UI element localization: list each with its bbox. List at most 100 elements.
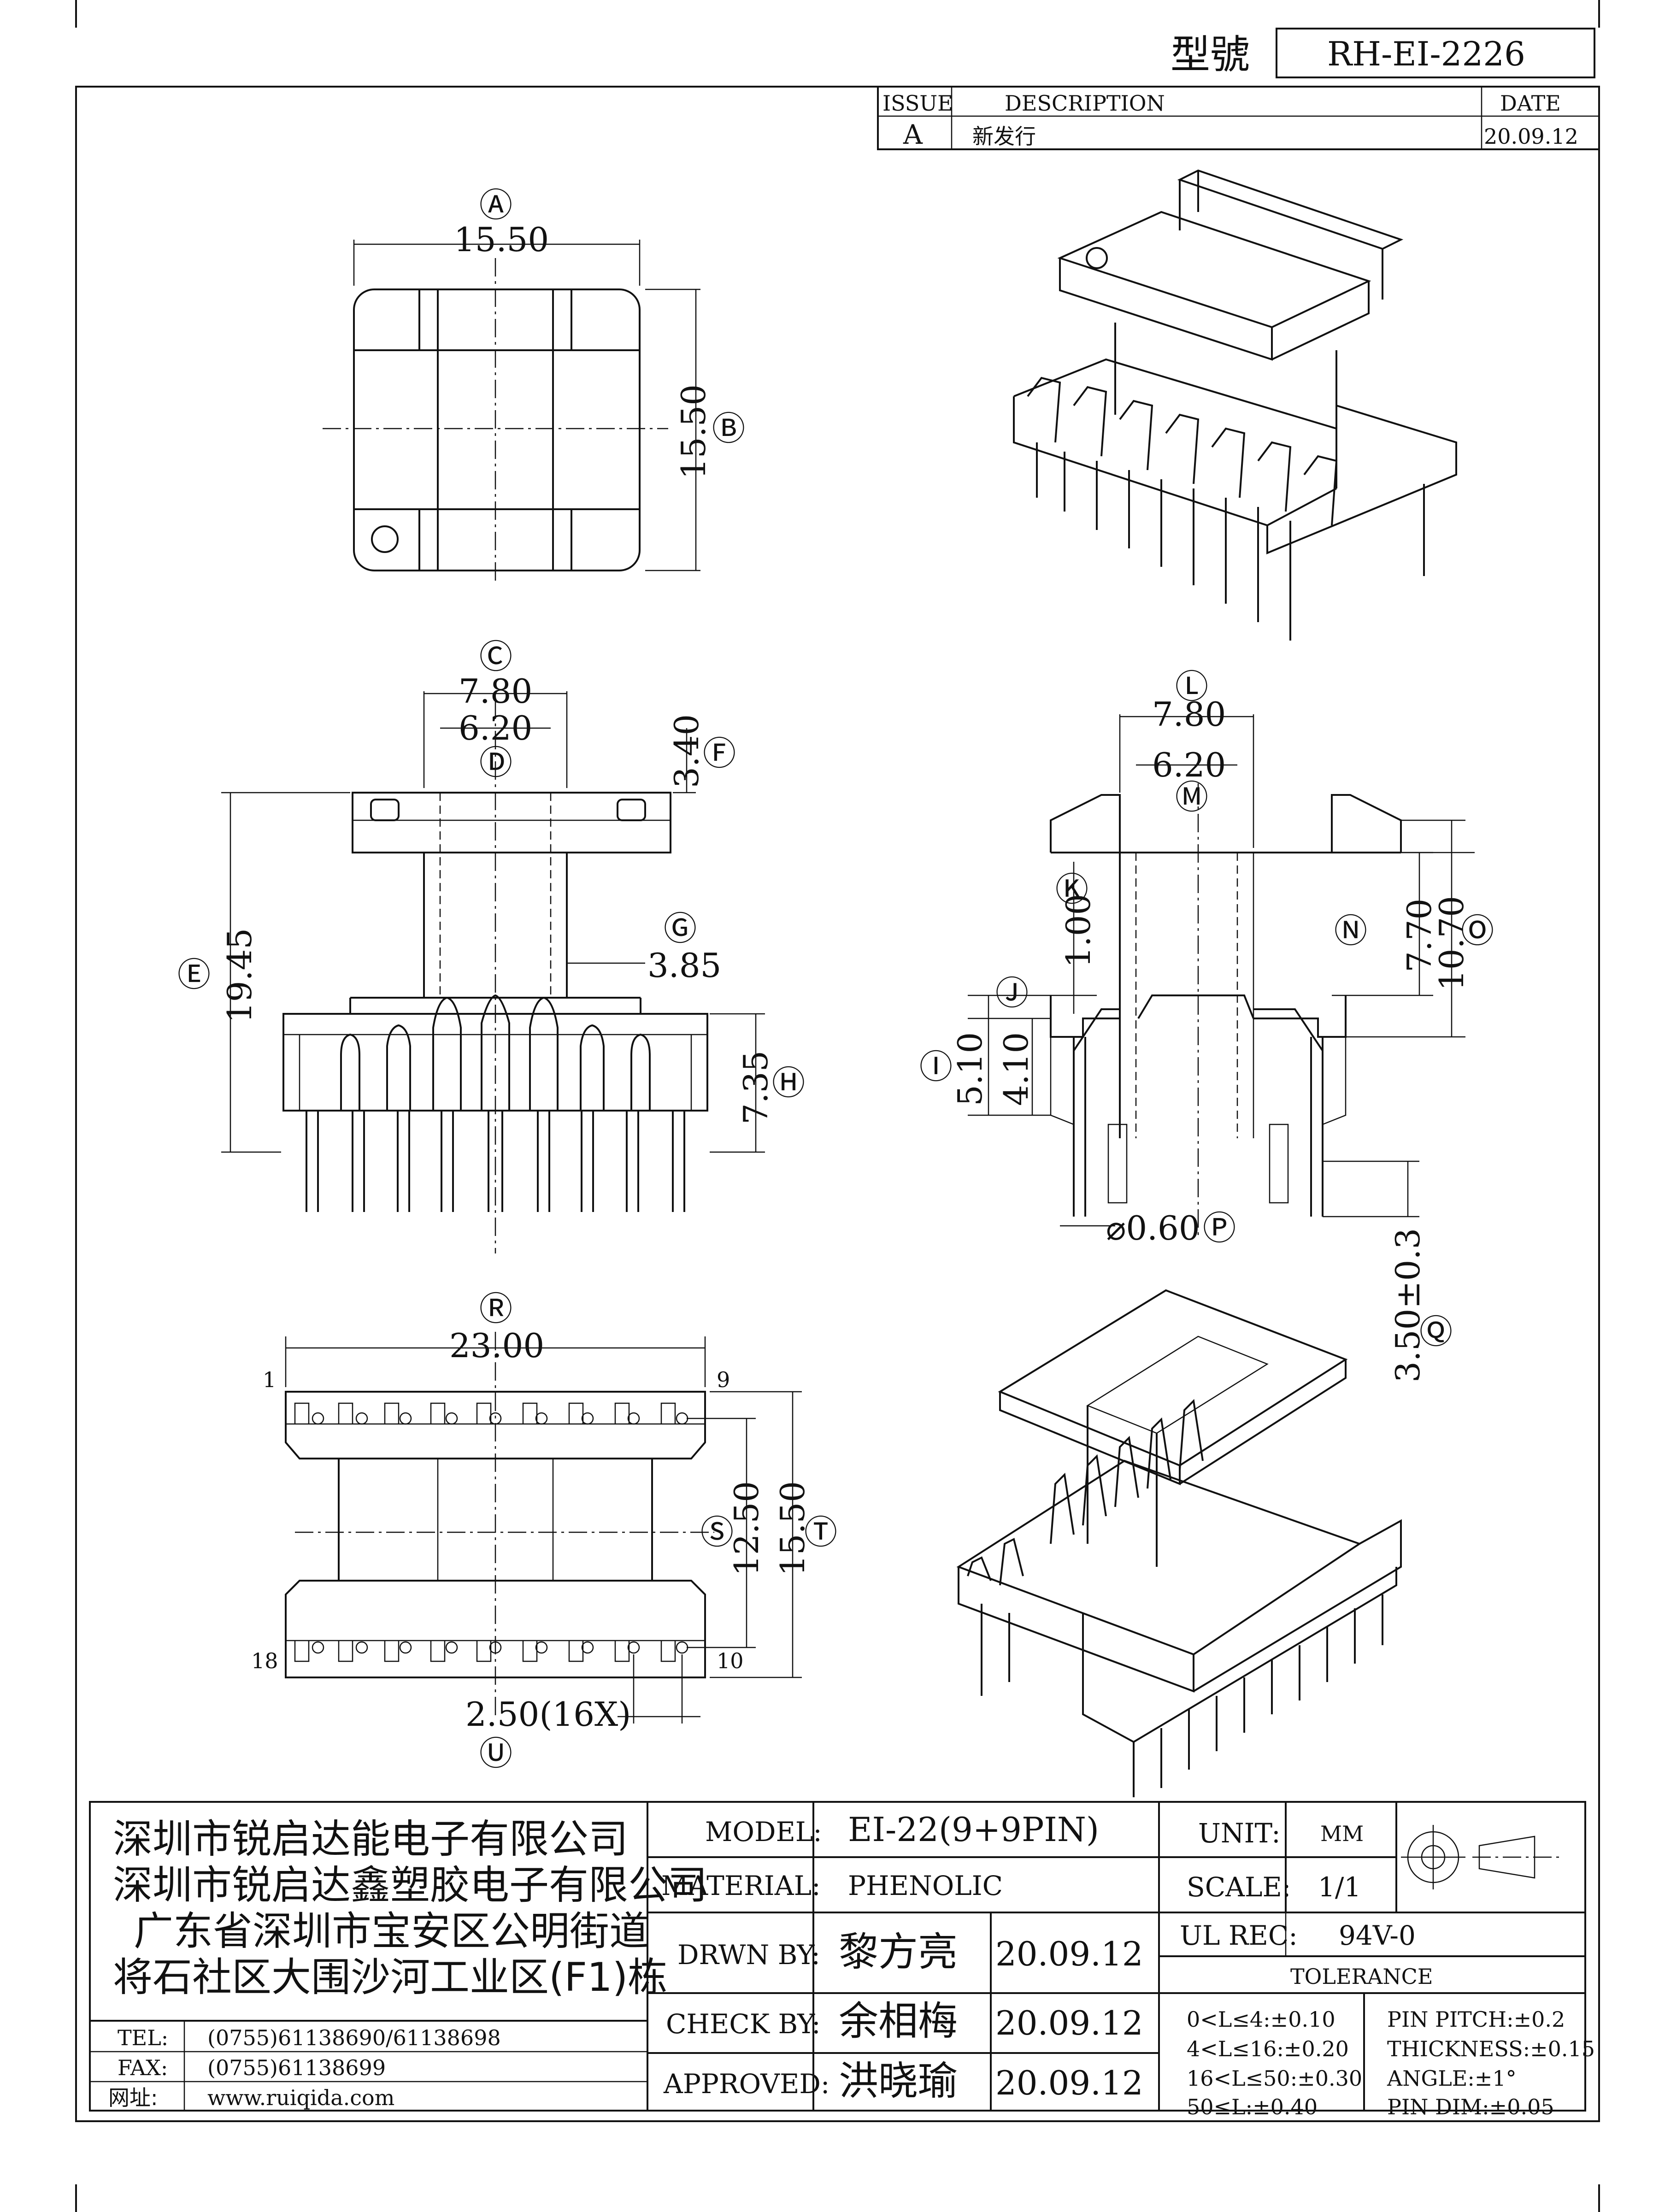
model-box [1276, 28, 1595, 78]
tolerance-1: 0<L≤4:±0.10 [1187, 2007, 1335, 2032]
top-view: Ⓐ 15.50 15.50 Ⓑ [323, 186, 745, 585]
tolerance-6: THICKNESS:±0.15 [1387, 2036, 1595, 2061]
dim-q-value: 3.50±0.3 [1388, 1228, 1427, 1382]
dim-g-label: Ⓖ [664, 909, 697, 948]
dim-k-label: Ⓚ [1055, 870, 1088, 909]
fax-label: FAX: [118, 2055, 168, 2080]
dim-l-value: 7.80 [1152, 695, 1226, 734]
tolerance-4: 50≤L:±0.40 [1187, 2094, 1318, 2119]
rev-col-issue: ISSUE [882, 91, 953, 116]
dim-e-label: Ⓔ [177, 955, 211, 994]
dim-c-label: Ⓒ [479, 637, 512, 676]
web-label: 网址: [108, 2085, 158, 2110]
company-line-3: 广东省深圳市宝安区公明街道 [134, 1908, 649, 1954]
scale-label: SCALE: [1187, 1871, 1291, 1903]
check-label: CHECK BY: [666, 2008, 821, 2040]
dim-o-label: Ⓞ [1461, 912, 1494, 950]
fax-value: (0755)61138699 [207, 2055, 386, 2080]
dim-s-value: 12.50 [727, 1481, 766, 1576]
dim-u-value: 2.50(16X) [465, 1695, 631, 1734]
dim-b-label: Ⓑ [712, 409, 745, 448]
dim-i-label: Ⓘ [919, 1047, 953, 1086]
model-field-label: MODEL: [705, 1816, 822, 1847]
tolerance-label: TOLERANCE [1290, 1964, 1433, 1989]
rev-col-date: DATE [1500, 91, 1561, 116]
isometric-view-bottom [956, 1289, 1402, 1797]
drawn-name: 黎方亮 [839, 1929, 958, 1975]
scale-value: 1/1 [1318, 1871, 1361, 1903]
dim-p-label: Ⓟ [1203, 1209, 1236, 1247]
material-label: MATERIAL: [661, 1870, 821, 1901]
dim-o-value: 10.70 [1432, 896, 1471, 991]
company-line-4: 将石社区大围沙河工业区(F1)栋 [113, 1954, 667, 2000]
title-block: 深圳市锐启达能电子有限公司 深圳市锐启达鑫塑胶电子有限公司 广东省深圳市宝安区公… [89, 1801, 1595, 2119]
dim-s-label: Ⓢ [700, 1513, 734, 1552]
drawn-date: 20.09.12 [995, 1935, 1143, 1973]
dim-u-label: Ⓤ [479, 1734, 512, 1773]
company-line-2: 深圳市锐启达鑫塑胶电子有限公司 [113, 1862, 707, 1908]
dim-d-label: Ⓓ [479, 743, 512, 782]
dim-a-label: Ⓐ [479, 186, 512, 224]
dim-t-value: 15.50 [773, 1481, 812, 1576]
dim-i-value: 5.10 [951, 1032, 989, 1106]
dim-g-value: 3.85 [647, 946, 721, 985]
tolerance-3: 16<L≤50:±0.30 [1187, 2066, 1362, 2091]
unit-value: MM [1320, 1821, 1364, 1846]
ul-label: UL REC: [1180, 1920, 1298, 1951]
tolerance-8: PIN DIM:±0.05 [1387, 2094, 1554, 2119]
rev-description: 新发行 [972, 124, 1036, 149]
dim-n-value: 7.70 [1400, 899, 1439, 972]
tolerance-7: ANGLE:±1° [1387, 2066, 1517, 2091]
pin-9-label: 9 [717, 1367, 730, 1392]
approved-date: 20.09.12 [995, 2064, 1143, 2102]
dim-e-value: 19.45 [220, 928, 259, 1023]
dim-r-value: 23.00 [449, 1326, 544, 1365]
pin-18-label: 18 [251, 1648, 278, 1673]
dim-h-label: Ⓗ [772, 1064, 805, 1102]
dim-m-label: Ⓜ [1175, 778, 1208, 817]
tolerance-5: PIN PITCH:±0.2 [1387, 2007, 1565, 2032]
rev-col-description: DESCRIPTION [1005, 91, 1165, 116]
dim-p-value: ⌀0.60 [1106, 1209, 1200, 1247]
approved-name: 洪晓瑜 [839, 2058, 958, 2104]
dim-m-value: 6.20 [1152, 746, 1226, 784]
dim-a-value: 15.50 [454, 220, 549, 259]
dim-l-label: Ⓛ [1175, 667, 1208, 706]
dim-c-value: 7.80 [459, 672, 532, 711]
dim-h-value: 7.35 [736, 1051, 775, 1124]
side-view: Ⓛ 7.80 6.20 Ⓜ Ⓚ 1.00 Ⓙ 4.10 Ⓘ 5.10 Ⓝ 7.7… [919, 667, 1494, 1382]
revision-table: ISSUE DESCRIPTION DATE A 新发行 20.09.12 [877, 86, 1600, 150]
tel-value: (0755)61138690/61138698 [207, 2025, 501, 2050]
dim-f-label: Ⓕ [703, 734, 736, 773]
dim-r-label: Ⓡ [479, 1289, 512, 1328]
tolerance-2: 4<L≤16:±0.20 [1187, 2036, 1349, 2061]
drawn-label: DRWN BY: [677, 1939, 820, 1971]
dim-j-label: Ⓙ [995, 974, 1029, 1012]
company-line-1: 深圳市锐启达能电子有限公司 [113, 1816, 628, 1862]
pin-10-label: 10 [717, 1648, 744, 1673]
projection-symbol-icon [1401, 1825, 1562, 1889]
material-value: PHENOLIC [848, 1870, 1003, 1901]
approved-label: APPROVED: [663, 2068, 830, 2100]
bottom-view: 1 9 18 10 Ⓡ 23.00 Ⓢ 12.50 15.50 Ⓣ 2.50(1… [251, 1289, 837, 1773]
sheet-border [75, 86, 1600, 2122]
dim-n-label: Ⓝ [1334, 912, 1367, 950]
front-view: Ⓒ 7.80 6.20 Ⓓ 3.40 Ⓕ Ⓖ 3.85 19.45 Ⓔ 7.35… [177, 637, 805, 1253]
pin-1-label: 1 [263, 1367, 276, 1392]
dim-b-value: 15.50 [674, 384, 713, 479]
dim-k-value: 1.00 [1059, 894, 1098, 968]
dim-q-label: Ⓠ [1419, 1312, 1453, 1351]
dim-j-value: 4.10 [997, 1032, 1035, 1106]
tel-label: TEL: [118, 2025, 168, 2050]
ul-value: 94V-0 [1339, 1920, 1416, 1951]
check-date: 20.09.12 [995, 2004, 1143, 2042]
web-value: www.ruiqida.com [207, 2085, 394, 2110]
isometric-view-top [1013, 169, 1457, 641]
dim-d-value: 6.20 [459, 709, 532, 747]
rev-date: 20.09.12 [1484, 124, 1578, 149]
check-name: 余相梅 [839, 1998, 958, 2044]
unit-label: UNIT: [1198, 1818, 1281, 1849]
dim-t-label: Ⓣ [804, 1513, 837, 1552]
rev-issue: A [903, 119, 923, 150]
